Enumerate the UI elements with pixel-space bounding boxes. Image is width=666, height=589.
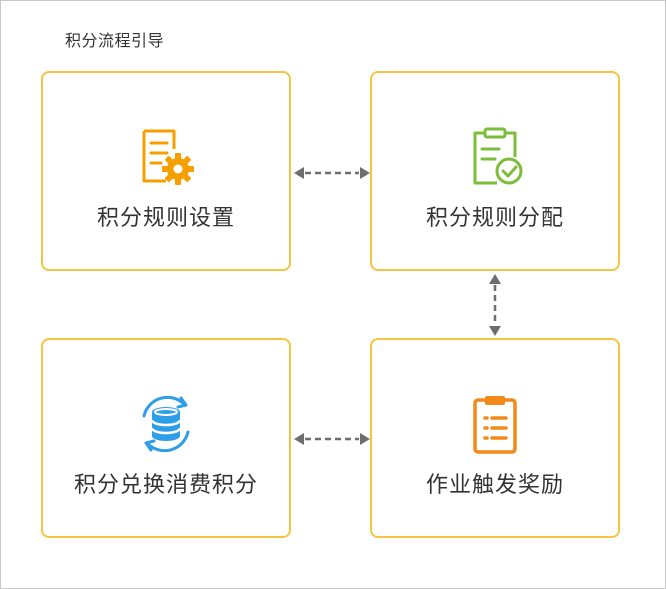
card-points-rule-allocate[interactable]: 积分规则分配 (370, 71, 620, 271)
double-arrow-horizontal-bottom-icon (294, 433, 370, 445)
clipboard-list-icon (473, 396, 517, 454)
double-arrow-vertical-icon (489, 274, 501, 336)
card-label: 积分规则设置 (96, 206, 235, 231)
card-label: 积分规则分配 (425, 206, 564, 231)
double-arrow-horizontal-top-icon (294, 167, 370, 179)
page-title: 积分流程引导 (65, 31, 165, 50)
card-points-rule-setting[interactable]: 积分规则设置 (41, 71, 291, 271)
document-gear-icon (142, 129, 194, 185)
coin-stack-cycle-icon (142, 395, 190, 453)
card-label: 作业触发奖励 (425, 473, 564, 498)
card-homework-trigger-reward[interactable]: 作业触发奖励 (370, 338, 620, 538)
card-points-exchange[interactable]: 积分兑换消费积分 (41, 338, 291, 538)
clipboard-check-icon (473, 127, 523, 185)
card-label: 积分兑换消费积分 (73, 473, 258, 498)
